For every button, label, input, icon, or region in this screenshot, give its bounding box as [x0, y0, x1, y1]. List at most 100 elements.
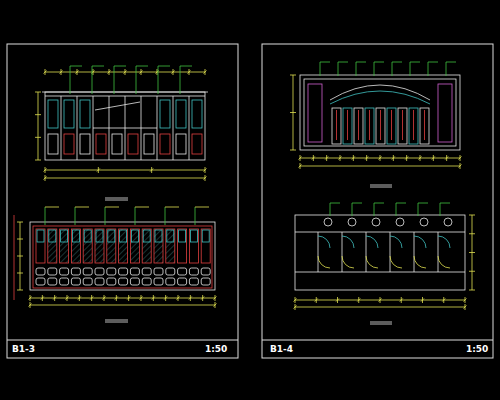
cad-stroke: [105, 207, 119, 208]
cad-stroke: [370, 187, 392, 188]
cad-stroke: [48, 229, 57, 263]
cad-stroke: [42, 92, 208, 93]
cad-stroke: [393, 155, 394, 161]
sheet-frames: [7, 44, 493, 358]
cad-stroke: [154, 229, 163, 263]
cad-stroke: [290, 150, 296, 151]
cad-stroke: [440, 203, 441, 216]
cad-stroke: [320, 62, 330, 63]
cad-stroke: [192, 134, 202, 154]
cad-stroke: [294, 306, 297, 309]
cad-stroke: [41, 297, 44, 300]
cad-stroke: [109, 69, 110, 75]
cad-stroke: [178, 278, 187, 285]
cad-stroke: [202, 295, 203, 301]
cad-stroke: [75, 207, 76, 225]
cad-stroke: [300, 75, 460, 150]
cad-stroke: [438, 236, 450, 248]
cad-stroke: [136, 66, 137, 94]
cad-stroke: [108, 71, 111, 74]
cad-stroke: [105, 322, 128, 323]
cad-stroke: [380, 110, 381, 140]
cad-stroke: [446, 62, 447, 76]
cad-stroke: [44, 71, 47, 74]
cad-stroke: [30, 302, 31, 308]
cad-stroke: [76, 71, 79, 74]
cad-stroke: [42, 295, 43, 301]
cad-stroke: [290, 112, 296, 113]
cad-stroke: [105, 198, 128, 199]
cad-stroke: [330, 91, 430, 104]
cad-stroke: [336, 299, 339, 302]
cad-stroke: [421, 299, 424, 302]
cad-stroke: [391, 110, 392, 140]
cad-stroke: [376, 108, 385, 144]
cad-stroke: [396, 203, 406, 204]
cad-stroke: [93, 128, 157, 129]
cad-stroke: [325, 157, 328, 160]
cad-stroke: [107, 268, 116, 275]
elevation-a: [35, 66, 208, 200]
cad-stroke: [140, 71, 143, 74]
cad-stroke: [204, 169, 207, 172]
cad-stroke: [36, 278, 45, 285]
cad-stroke: [414, 256, 426, 268]
cad-stroke: [165, 207, 166, 225]
cad-stroke: [205, 167, 206, 173]
cad-stroke: [300, 155, 301, 161]
cad-stroke: [202, 230, 209, 242]
cad-stroke: [343, 108, 352, 144]
cad-stroke: [17, 273, 23, 274]
cad-stroke: [37, 230, 44, 242]
cad-stroke: [17, 222, 23, 223]
cad-stroke: [308, 84, 322, 142]
cad-stroke: [136, 66, 148, 67]
cad-stroke: [469, 252, 475, 253]
cad-stroke: [103, 297, 106, 300]
cad-stroke: [438, 256, 450, 268]
cad-stroke: [165, 295, 166, 301]
cad-stroke: [115, 297, 118, 300]
cad-stroke: [366, 236, 378, 248]
cad-stroke: [358, 110, 359, 140]
cad-stroke: [446, 155, 447, 161]
cad-stroke: [390, 256, 402, 268]
cad-stroke: [128, 134, 138, 154]
cad-stroke: [114, 66, 115, 94]
cad-stroke: [142, 268, 151, 275]
cad-stroke: [365, 108, 374, 144]
cad-stroke: [422, 297, 423, 303]
cad-stroke: [95, 229, 104, 263]
cad-stroke: [469, 290, 475, 291]
cad-stroke: [316, 297, 317, 303]
cad-stroke: [135, 207, 136, 225]
cad-stroke: [414, 236, 426, 248]
cad-stroke: [326, 155, 327, 161]
cad-stroke: [158, 66, 159, 94]
cad-stroke: [190, 230, 197, 242]
cad-stroke: [370, 322, 392, 323]
cad-stroke: [45, 170, 205, 171]
cad-stroke: [299, 165, 302, 168]
cad-stroke: [142, 229, 151, 263]
cad-stroke: [339, 157, 342, 160]
cad-stroke: [157, 69, 158, 75]
cad-stroke: [71, 229, 80, 263]
cad-stroke: [420, 108, 429, 144]
cad-stroke: [418, 203, 419, 216]
cad-stroke: [167, 230, 174, 242]
cad-stroke: [33, 226, 212, 288]
cad-stroke: [120, 230, 127, 242]
cad-stroke: [44, 169, 47, 172]
cad-stroke: [464, 299, 467, 302]
cad-stroke: [71, 278, 80, 285]
cad-stroke: [61, 96, 62, 160]
sheet-number: B1-4: [270, 344, 293, 354]
cad-stroke: [125, 69, 126, 75]
cad-stroke: [152, 297, 155, 300]
cad-stroke: [390, 236, 402, 248]
cad-stroke: [179, 230, 186, 242]
cad-stroke: [92, 66, 93, 94]
cad-stroke: [337, 297, 338, 303]
cad-stroke: [38, 92, 39, 160]
